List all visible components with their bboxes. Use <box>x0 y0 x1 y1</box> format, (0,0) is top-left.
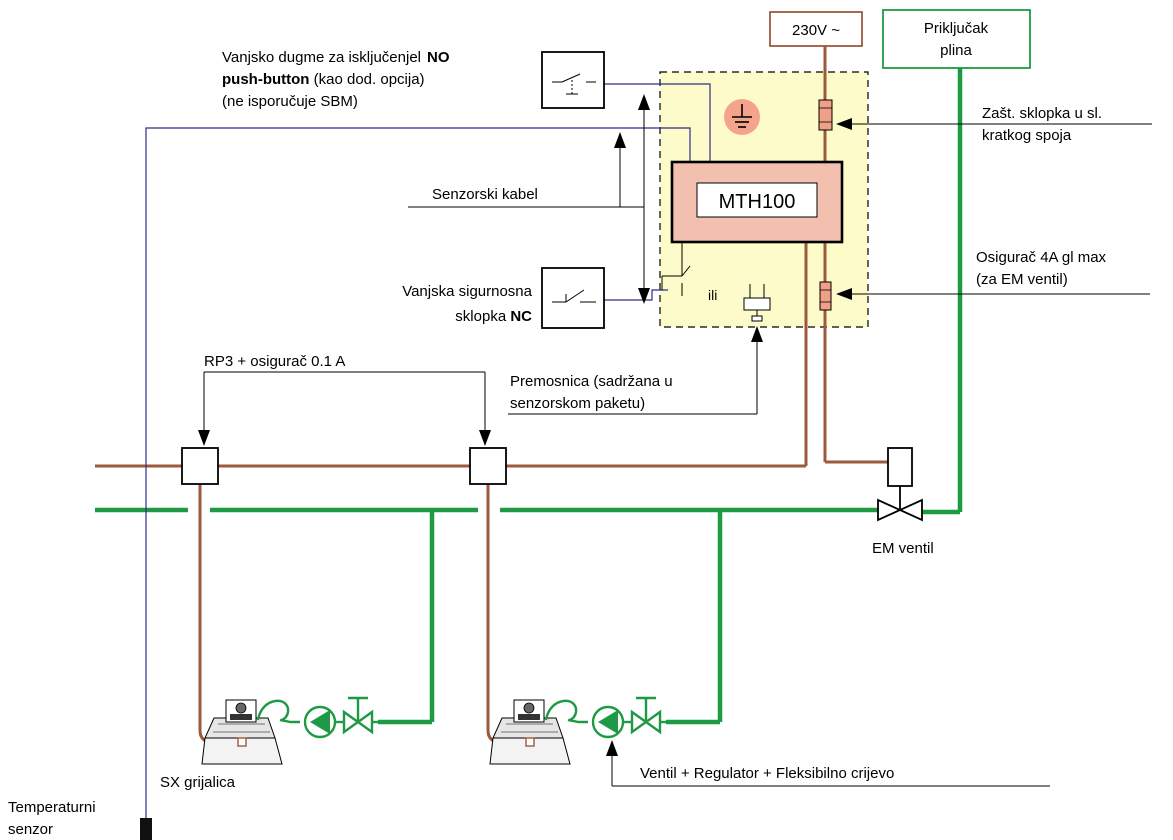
no-button-label-2: push-button (kao dod. opcija) <box>222 71 425 88</box>
sensor-cable-callout <box>408 100 645 298</box>
heater-icon <box>489 699 571 765</box>
bridge-switch-symbol <box>661 242 691 296</box>
nc-switch-label-2: sklopka NC <box>455 308 532 325</box>
or-label: ili <box>708 287 717 303</box>
no-button-label-3: (ne isporučuje SBM) <box>222 93 358 110</box>
fuse-label-1: Osigurač 4A gl max <box>976 249 1107 266</box>
bridge-label-2: senzorskom paketu) <box>510 395 645 412</box>
fuse-label-2: (za EM ventil) <box>976 271 1068 288</box>
no-push-button-box <box>541 51 605 109</box>
short-circuit-label-2: kratkog spoja <box>982 127 1072 144</box>
bridge-plug-icon <box>743 284 771 322</box>
gas-connection-label-2: plina <box>940 42 972 59</box>
gas-lines <box>95 68 963 725</box>
rp3-relay-1 <box>181 447 219 485</box>
valve-icon <box>335 696 380 735</box>
sensor-cable-label: Senzorski kabel <box>432 186 538 203</box>
heater-assembly-2 <box>489 696 668 765</box>
em-valve-label: EM ventil <box>872 540 934 557</box>
nc-switch-icon <box>552 289 596 303</box>
bridge-callout <box>508 336 758 415</box>
regulator-icon <box>591 705 625 739</box>
rp3-relay-2 <box>469 447 507 485</box>
right-callouts <box>842 123 1152 295</box>
supply-label: 230V ~ <box>792 22 840 39</box>
push-button-icon <box>552 73 596 95</box>
controller-label-box <box>696 182 818 218</box>
nc-switch-label-1: Vanjska sigurnosna <box>402 283 532 300</box>
em-valve <box>877 447 923 522</box>
valve-icon <box>623 696 668 735</box>
rp3-label: RP3 + osigurač 0.1 A <box>204 353 345 370</box>
short-circuit-label-1: Zašt. sklopka u sl. <box>982 105 1102 122</box>
temp-sensor-label-2: senzor <box>8 821 53 838</box>
supply-box <box>769 11 863 47</box>
heater-label: SX grijalica <box>160 774 236 791</box>
valve-set-arrow <box>606 740 618 756</box>
heater-assembly-1 <box>201 696 380 765</box>
rp3-arrows <box>198 430 491 446</box>
heater-icon <box>201 699 283 765</box>
rp3-callout <box>203 371 486 434</box>
valve-set-label: Ventil + Regulator + Fleksibilno crijevo <box>640 765 894 782</box>
ground-icon <box>724 99 760 135</box>
sensor-cable-arrows <box>614 94 650 304</box>
regulator-icon <box>303 705 337 739</box>
gas-connection-box <box>882 9 1031 69</box>
controller-label: MTH100 <box>719 191 796 213</box>
short-circuit-breaker <box>818 99 833 131</box>
bridge-label-1: Premosnica (sadržana u <box>510 373 673 390</box>
temp-sensor-label-1: Temperaturni <box>8 799 96 816</box>
nc-switch-box <box>541 267 605 329</box>
temperature-sensor-icon <box>140 818 152 840</box>
fuse-4a <box>819 281 832 311</box>
right-callout-arrows <box>836 118 852 300</box>
gas-connection-label-1: Priključak <box>924 20 989 37</box>
power-lines <box>95 38 888 744</box>
bridge-callout-arrow <box>751 326 763 342</box>
signal-lines <box>145 83 711 822</box>
